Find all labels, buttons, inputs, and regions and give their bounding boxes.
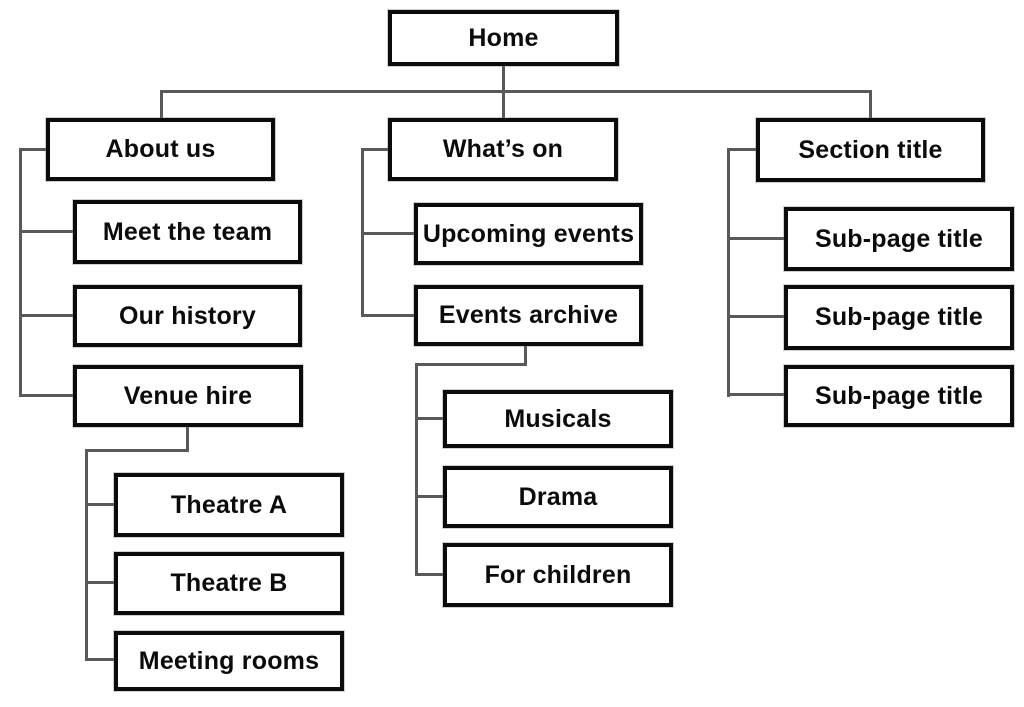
connector-section-title-vertical bbox=[727, 148, 730, 397]
connector-events-archive-elbow bbox=[415, 363, 527, 366]
connector-stub-section-title bbox=[727, 148, 756, 151]
connector-stub-musicals bbox=[415, 417, 443, 420]
node-events-archive: Events archive bbox=[414, 285, 643, 346]
connector-venue-hire-drop bbox=[186, 427, 189, 452]
connector-top-horizontal bbox=[160, 90, 872, 93]
node-meet-the-team: Meet the team bbox=[73, 200, 302, 264]
connector-venue-hire-vertical bbox=[85, 449, 88, 661]
node-meet-the-team-label: Meet the team bbox=[102, 217, 273, 246]
node-for-children: For children bbox=[443, 543, 673, 607]
connector-section-title-drop bbox=[869, 90, 872, 119]
connector-stub-about-us bbox=[19, 148, 46, 151]
connector-events-archive-vertical bbox=[415, 363, 418, 576]
connector-stub-drama bbox=[415, 495, 443, 498]
connector-stub-sub-page-1 bbox=[727, 237, 784, 240]
node-musicals: Musicals bbox=[443, 390, 673, 448]
node-theatre-b-label: Theatre B bbox=[170, 569, 288, 597]
connector-stub-meeting-rooms bbox=[85, 658, 114, 661]
node-section-title-label: Section title bbox=[798, 135, 943, 164]
node-sub-page-title-1-label: Sub-page title bbox=[814, 224, 984, 253]
node-about-us-label: About us bbox=[105, 135, 216, 163]
node-section-title: Section title bbox=[756, 118, 985, 182]
node-upcoming-events-label: Upcoming events bbox=[422, 219, 635, 248]
connector-events-archive-drop bbox=[524, 345, 527, 366]
node-home: Home bbox=[388, 10, 619, 66]
connector-stub-our-history bbox=[19, 314, 73, 317]
node-whats-on-label: What’s on bbox=[442, 135, 564, 163]
connector-about-us-vertical bbox=[19, 148, 22, 397]
node-meeting-rooms: Meeting rooms bbox=[114, 631, 344, 691]
connector-stub-upcoming-events bbox=[361, 232, 414, 235]
node-about-us: About us bbox=[46, 118, 275, 181]
connector-stub-for-children bbox=[415, 573, 443, 576]
connector-stub-meet-the-team bbox=[19, 230, 73, 233]
node-theatre-a-label: Theatre A bbox=[170, 490, 288, 519]
connector-stub-theatre-b bbox=[85, 581, 114, 584]
node-our-history-label: Our history bbox=[119, 301, 256, 330]
node-drama-label: Drama bbox=[518, 482, 598, 511]
node-events-archive-label: Events archive bbox=[438, 301, 619, 329]
connector-stub-venue-hire bbox=[19, 394, 73, 397]
node-sub-page-title-2-label: Sub-page title bbox=[814, 303, 984, 331]
connector-stub-sub-page-2 bbox=[727, 315, 784, 318]
connector-venue-hire-elbow bbox=[85, 449, 189, 452]
node-sub-page-title-1: Sub-page title bbox=[784, 207, 1014, 271]
connector-stub-events-archive bbox=[361, 314, 414, 317]
connector-about-us-drop bbox=[160, 90, 163, 119]
node-upcoming-events: Upcoming events bbox=[414, 203, 643, 265]
node-theatre-a: Theatre A bbox=[114, 473, 344, 537]
node-whats-on: What’s on bbox=[388, 118, 618, 181]
connector-stub-theatre-a bbox=[85, 503, 114, 506]
node-home-label: Home bbox=[468, 23, 539, 52]
node-meeting-rooms-label: Meeting rooms bbox=[138, 646, 320, 675]
connector-stub-whats-on bbox=[361, 148, 388, 151]
node-theatre-b: Theatre B bbox=[114, 552, 344, 615]
node-drama: Drama bbox=[443, 466, 673, 528]
node-venue-hire-label: Venue hire bbox=[123, 381, 253, 410]
node-sub-page-title-2: Sub-page title bbox=[784, 285, 1014, 350]
node-sub-page-title-3-label: Sub-page title bbox=[814, 381, 984, 410]
node-venue-hire: Venue hire bbox=[73, 365, 303, 427]
node-for-children-label: For children bbox=[484, 560, 632, 589]
connector-stub-sub-page-3 bbox=[727, 393, 784, 396]
node-our-history: Our history bbox=[73, 285, 302, 347]
node-musicals-label: Musicals bbox=[504, 404, 612, 433]
node-sub-page-title-3: Sub-page title bbox=[784, 365, 1014, 427]
